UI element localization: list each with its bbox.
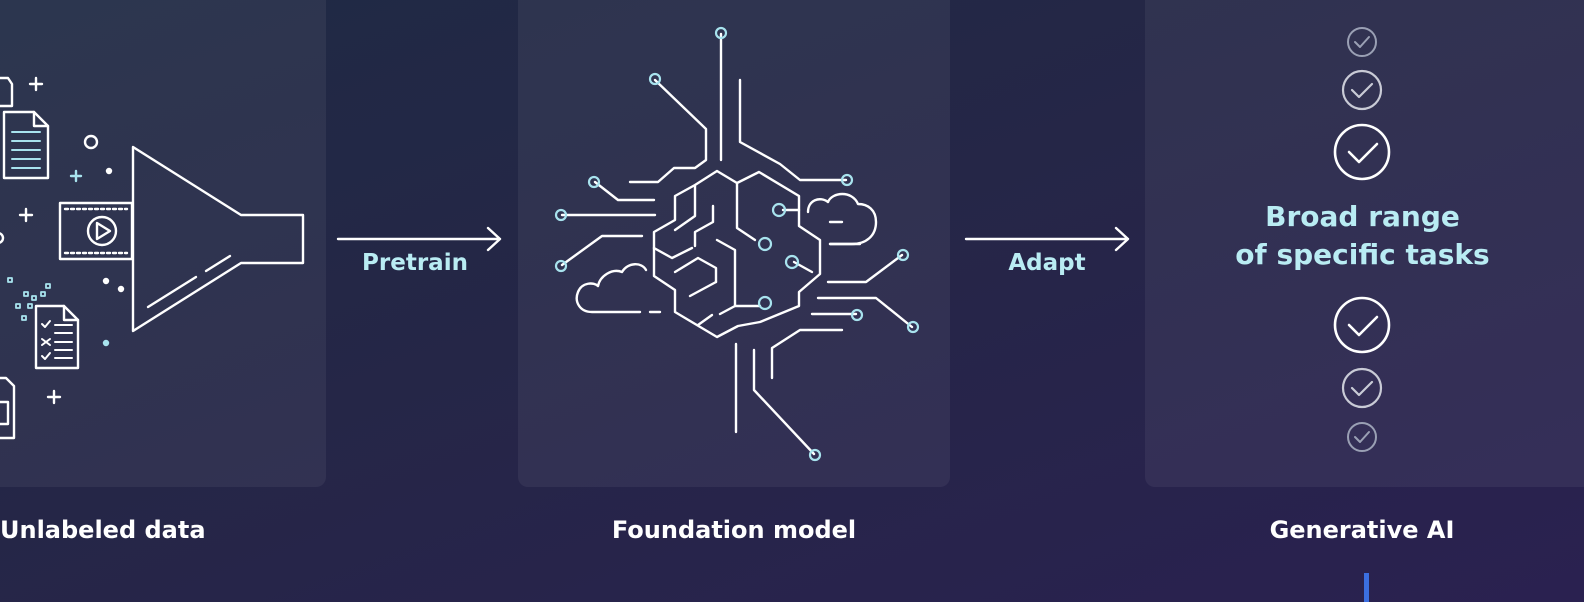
adapt-arrow [964,226,1130,252]
tasks-line-2: of specific tasks [1235,238,1490,271]
cloud-icon [575,263,648,314]
foundation-model-caption: Foundation model [611,516,857,544]
check-circle-icon [1333,123,1391,181]
checklist-icon [34,304,80,370]
circuit-nodes [554,26,920,462]
pretrain-label: Pretrain [362,250,468,276]
adapt-label: Adapt [1008,250,1086,276]
brain-circuit-icon [560,32,914,456]
check-circle-icon [1341,367,1383,409]
plus-icon [18,76,83,405]
document-icon [0,76,14,108]
check-circle-icon [1347,27,1377,57]
document-icon [0,376,16,440]
decorative-dots [0,134,125,347]
check-circle-icon [1333,296,1391,354]
document-icon [2,110,50,180]
generative-ai-caption: Generative AI [1269,516,1455,544]
accent-bar [1364,573,1369,602]
check-circle-icon [1347,422,1377,452]
cloud-icon [806,192,878,246]
funnel-icon [131,145,305,333]
tasks-text: Broad range of specific tasks [1215,198,1510,274]
unlabeled-data-caption: Unlabeled data [0,516,206,544]
check-circle-icon [1341,69,1383,111]
tasks-line-1: Broad range [1265,200,1460,233]
pretrain-arrow [336,226,502,252]
video-icon [58,201,134,261]
unlabeled-data-panel [0,0,326,487]
